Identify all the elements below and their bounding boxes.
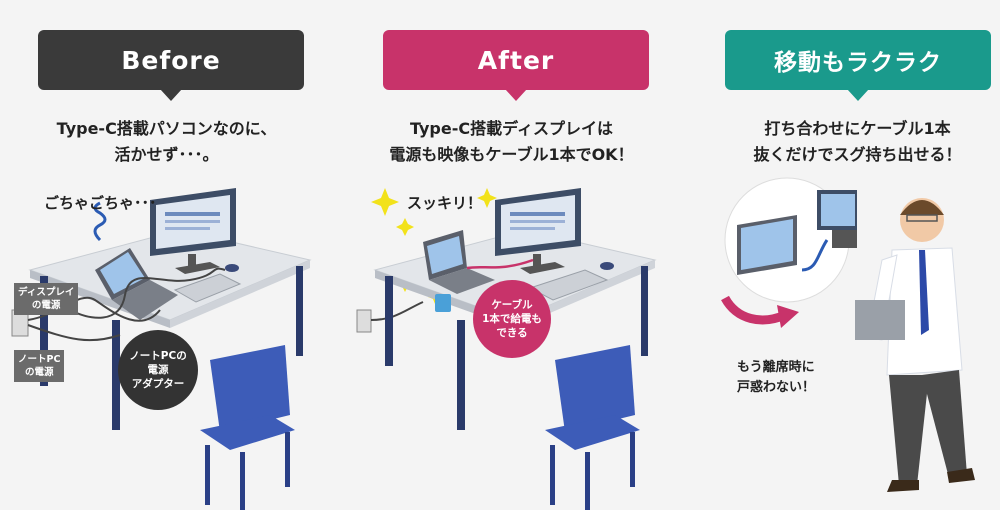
before-caption: Type-C搭載パソコンなのに、 活かせず･･･。 xyxy=(0,116,333,168)
after-badge: After xyxy=(383,30,649,101)
power-delivery-bubble: ケーブル 1本で給電も できる xyxy=(473,280,551,358)
power-delivery-bubble-line-3: できる xyxy=(496,327,528,339)
before-badge: Before xyxy=(38,30,304,101)
after-panel: After Type-C搭載ディスプレイは 電源も映像もケーブル1本でOK！ xyxy=(345,0,678,510)
move-badge: 移動もラクラク xyxy=(725,30,991,101)
before-panel: Before Type-C搭載パソコンなのに、 活かせず･･･。 xyxy=(0,0,333,510)
move-caption: 打ち合わせにケーブル1本 抜くだけでスグ持ち出せる！ xyxy=(691,116,1000,168)
move-note-line-1: もう離席時に xyxy=(737,360,815,375)
move-illustration xyxy=(721,177,975,492)
after-desk-illustration xyxy=(356,188,657,510)
display-power-tag-line-1: ディスプレイ xyxy=(18,287,75,298)
adapter-bubble-line-1: ノートPCの xyxy=(129,350,187,362)
adapter-bubble-line-3: アダプター xyxy=(131,378,185,390)
move-badge-label: 移動もラクラク xyxy=(774,50,942,76)
before-badge-label: Before xyxy=(121,45,221,75)
after-caption-line-1: Type-C搭載ディスプレイは xyxy=(409,119,613,138)
before-caption-line-1: Type-C搭載パソコンなのに、 xyxy=(56,119,277,138)
display-power-tag-line-2: の電源 xyxy=(31,300,61,311)
clean-label: スッキリ！ xyxy=(407,194,483,212)
move-caption-line-2: 抜くだけでスグ持ち出せる！ xyxy=(753,145,962,164)
before-caption-line-2: 活かせず･･･。 xyxy=(114,145,219,164)
move-panel: 移動もラクラク 打ち合わせにケーブル1本 抜くだけでスグ持ち出せる！ もう離席時… xyxy=(667,0,1000,510)
pc-power-tag-line-2: の電源 xyxy=(24,367,54,378)
adapter-bubble: ノートPCの 電源 アダプター xyxy=(118,330,198,410)
display-power-tag: ディスプレイ の電源 xyxy=(14,283,79,315)
mess-label: ごちゃごちゃ･･･ xyxy=(44,194,157,212)
move-note-line-2: 戸惑わない！ xyxy=(737,380,816,395)
power-delivery-bubble-line-2: 1本で給電も xyxy=(482,313,542,325)
after-caption-line-2: 電源も映像もケーブル1本でOK！ xyxy=(389,145,634,164)
pc-power-tag: ノートPC の電源 xyxy=(14,350,65,382)
power-delivery-bubble-line-1: ケーブル xyxy=(491,299,533,311)
move-note: もう離席時に 戸惑わない！ xyxy=(737,358,815,398)
move-caption-line-1: 打ち合わせにケーブル1本 xyxy=(764,119,951,138)
after-caption: Type-C搭載ディスプレイは 電源も映像もケーブル1本でOK！ xyxy=(345,116,678,168)
after-badge-label: After xyxy=(477,45,555,75)
pc-power-tag-line-1: ノートPC xyxy=(18,354,61,365)
adapter-bubble-line-2: 電源 xyxy=(147,364,169,376)
